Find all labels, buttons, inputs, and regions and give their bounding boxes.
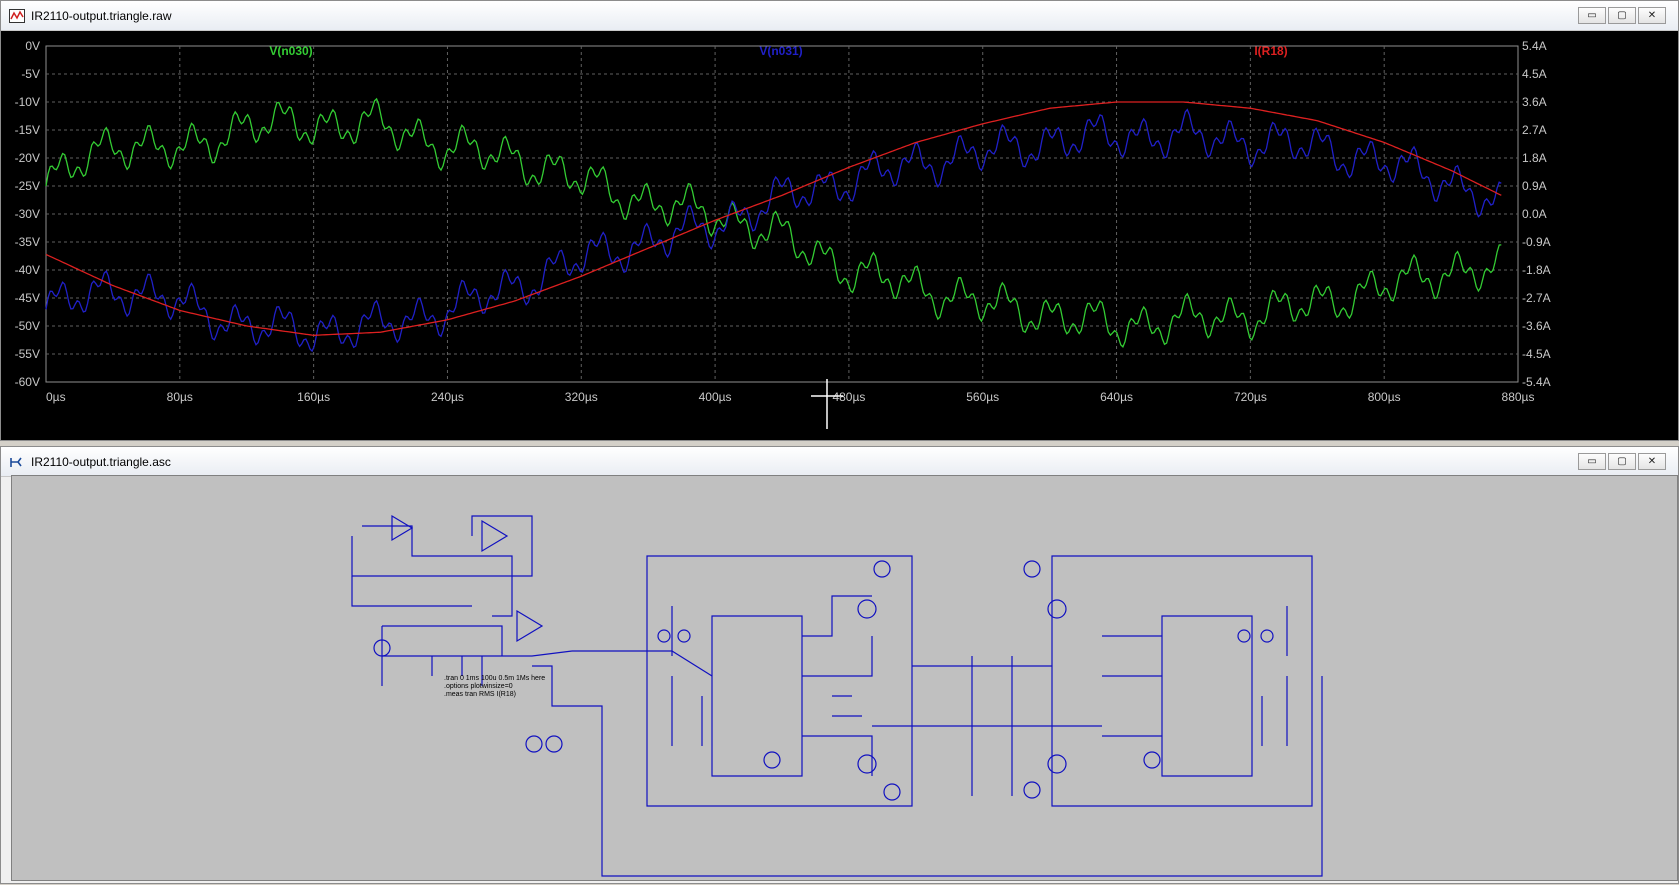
plot-window: IR2110-output.triangle.raw ▭ ▢ ✕ 0µs 80µs… [0,0,1679,441]
plot-frame [45,45,1519,383]
x-tick-label: 240µs [431,390,464,404]
y-left-tick-label: -30V [15,207,40,221]
schematic-note: .tran 0 1ms 100u 0.5m 1Ms here .options … [444,675,545,698]
spice-directive-line: .tran 0 1ms 100u 0.5m 1Ms here [444,675,545,682]
legend-entry: V(n030) [269,44,312,58]
x-tick-label: 720µs [1234,390,1267,404]
legend-entry: V(n031) [759,44,802,58]
series-line-0 [45,97,1502,349]
y-right-tick-label: -4.5A [1522,347,1551,361]
y-left-tick-label: -35V [15,235,40,249]
x-tick-label: 320µs [565,390,598,404]
y-right-tick-label: 4.5A [1522,67,1547,81]
schematic-drawing[interactable]: .tran 0 1ms 100u 0.5m 1Ms here .options … [12,476,1677,880]
schematic-window: IR2110-output.triangle.asc ▭ ▢ ✕ [0,446,1679,884]
x-tick-label: 480µs [832,390,865,404]
waveform-chart[interactable]: 0µs 80µs 160µs 240µs 320µs 400µs 480µs 560µs 640… [1,31,1678,440]
y-right-tick-label: 0.9A [1522,179,1547,193]
y-left-tick-label: -40V [15,263,40,277]
schematic-window-title: IR2110-output.triangle.asc [31,454,171,469]
y-right-tick-label: -1.8A [1522,263,1551,277]
schematic-canvas[interactable]: .tran 0 1ms 100u 0.5m 1Ms here .options … [11,475,1678,881]
minimize-button[interactable]: ▭ [1578,7,1606,24]
x-tick-label: 80µs [167,390,193,404]
y-left-tick-label: -20V [15,151,40,165]
spice-directive-line: .options plotwinsize=0 [444,683,513,690]
waveform-plot[interactable]: 0µs 80µs 160µs 240µs 320µs 400µs 480µs 560µs 640… [1,31,1678,440]
close-button[interactable]: ✕ [1638,453,1666,470]
minimize-button[interactable]: ▭ [1578,453,1606,470]
x-tick-label: 640µs [1100,390,1133,404]
y-left-tick-label: -55V [15,347,40,361]
y-left-tick-label: -15V [15,123,40,137]
x-tick-label: 560µs [966,390,999,404]
x-tick-label: 0µs [46,390,66,404]
y-right-tick-label: -0.9A [1522,235,1551,249]
y-right-tick-label: -2.7A [1522,291,1551,305]
close-button[interactable]: ✕ [1638,7,1666,24]
x-tick-label: 800µs [1368,390,1401,404]
restore-button[interactable]: ▢ [1608,7,1636,24]
y-left-tick-label: 0V [25,39,40,53]
y-right-tick-label: 5.4A [1522,39,1547,53]
x-tick-label: 160µs [297,390,330,404]
y-left-tick-label: -25V [15,179,40,193]
spice-directive-line: .meas tran RMS I(R18) [444,691,516,698]
schematic-titlebar[interactable]: IR2110-output.triangle.asc ▭ ▢ ✕ [1,447,1678,477]
y-right-tick-label: -5.4A [1522,375,1551,389]
y-right-tick-label: -3.6A [1522,319,1551,333]
y-left-tick-label: -45V [15,291,40,305]
y-left-tick-label: -60V [15,375,40,389]
series-line-1 [45,108,1502,353]
waveform-icon [9,8,25,23]
x-tick-label: 880µs [1502,390,1535,404]
y-right-tick-label: 3.6A [1522,95,1547,109]
plot-titlebar[interactable]: IR2110-output.triangle.raw ▭ ▢ ✕ [1,1,1678,31]
x-tick-label: 400µs [699,390,732,404]
y-left-tick-label: -50V [15,319,40,333]
y-right-tick-label: 2.7A [1522,123,1547,137]
plot-window-title: IR2110-output.triangle.raw [31,8,172,23]
schematic-wires [351,514,1323,877]
y-right-tick-label: 0.0A [1522,207,1547,221]
series-line-2 [45,101,1502,336]
y-right-tick-label: 1.8A [1522,151,1547,165]
restore-button[interactable]: ▢ [1608,453,1636,470]
schematic-icon [9,455,25,469]
y-left-tick-label: -5V [21,67,40,81]
y-left-tick-label: -10V [15,95,40,109]
legend-entry: I(R18) [1254,44,1287,58]
